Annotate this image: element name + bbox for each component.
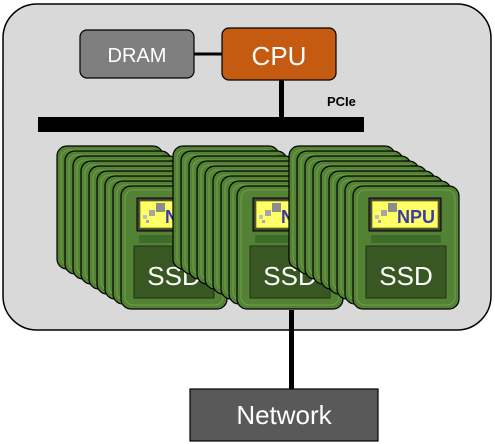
- cpu-node: CPU: [221, 27, 337, 81]
- network-node: Network: [189, 388, 379, 442]
- ssd-stack-3: NPU SSD: [288, 145, 460, 310]
- dram-label: DRAM: [108, 45, 167, 67]
- ssd-panel: [365, 245, 447, 299]
- network-link: [289, 310, 294, 390]
- pcie-bus: [38, 117, 364, 132]
- ssd-label: SSD: [379, 261, 432, 291]
- cpu-label: CPU: [252, 41, 307, 71]
- npu-chip-icon: [375, 203, 397, 223]
- npu-label: NPU: [397, 207, 435, 227]
- cpu-pcie-link: [279, 80, 284, 120]
- ssd-module-front: NPU SSD: [352, 185, 460, 310]
- dram-node: DRAM: [79, 29, 195, 79]
- ssd-module-stacks: NPUSSDNPUSSDNPUSSD: [56, 145, 460, 310]
- npu-chip-icon: [143, 203, 165, 223]
- pcie-label: PCIe: [327, 94, 356, 109]
- npu-chip-icon: [259, 203, 281, 223]
- network-label: Network: [236, 400, 332, 430]
